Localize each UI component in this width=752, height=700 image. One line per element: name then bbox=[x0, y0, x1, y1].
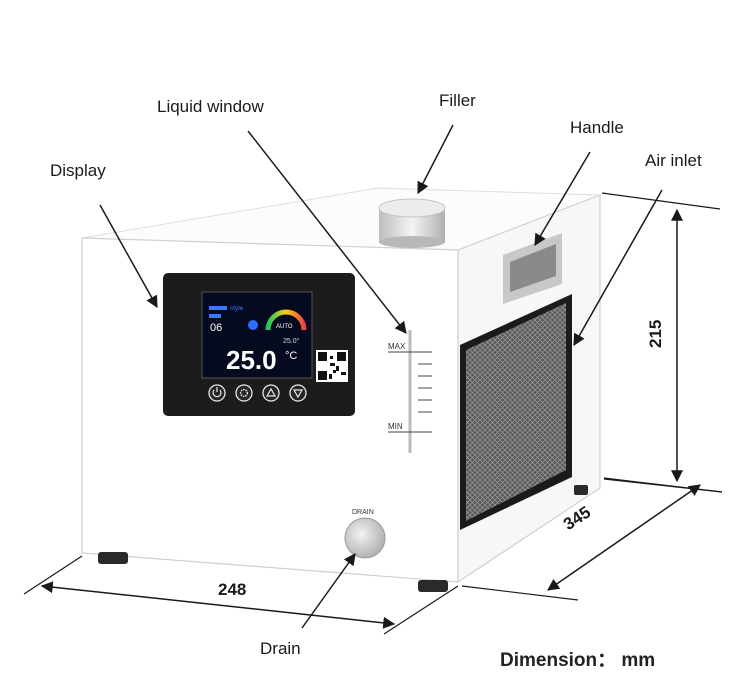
dimension-height: 215 bbox=[646, 319, 665, 348]
up-button[interactable] bbox=[262, 384, 280, 402]
liquid-window-callout bbox=[247, 130, 407, 334]
screen-unit: °C bbox=[285, 350, 297, 362]
scale-max: MAX bbox=[388, 342, 406, 351]
label-drain: Drain bbox=[260, 639, 301, 658]
label-handle: Handle bbox=[570, 118, 624, 137]
control-panel: style 06 AUTO 25.0° 25.0 °C bbox=[163, 273, 355, 416]
dimension-caption: Dimension： mm bbox=[500, 650, 656, 671]
drain-port: DRAIN bbox=[344, 509, 386, 559]
label-air-inlet: Air inlet bbox=[645, 151, 702, 170]
settings-button[interactable] bbox=[235, 384, 253, 402]
air-inlet-callout bbox=[573, 189, 663, 347]
screen-counter: 06 bbox=[210, 322, 222, 334]
scale-min: MIN bbox=[388, 422, 403, 431]
down-button[interactable] bbox=[289, 384, 307, 402]
screen-set-temp: 25.0° bbox=[283, 337, 300, 345]
screen-main-temp: 25.0 bbox=[226, 345, 277, 375]
screen-mode: AUTO bbox=[276, 324, 293, 330]
foot bbox=[98, 552, 128, 564]
air-inlet-grille bbox=[460, 294, 572, 530]
width-dimension bbox=[23, 555, 459, 635]
gear-icon bbox=[239, 388, 249, 398]
filler-callout bbox=[417, 124, 454, 195]
label-liquid-window: Liquid window bbox=[157, 97, 264, 116]
qr-code bbox=[316, 350, 348, 382]
screen-brand: style bbox=[230, 305, 244, 312]
drain-tag: DRAIN bbox=[352, 509, 374, 516]
foot bbox=[418, 580, 448, 592]
mode-gauge bbox=[265, 309, 307, 331]
power-icon bbox=[212, 387, 222, 398]
up-arrow-icon bbox=[265, 387, 277, 397]
label-display: Display bbox=[50, 161, 106, 180]
fan-icon bbox=[248, 320, 258, 330]
handle-callout bbox=[534, 151, 591, 247]
dimension-width: 248 bbox=[218, 580, 247, 599]
height-dimension bbox=[601, 192, 723, 493]
handle-recess bbox=[503, 233, 562, 304]
foot bbox=[574, 485, 588, 495]
down-arrow-icon bbox=[292, 389, 304, 399]
liquid-window: MAX MIN bbox=[388, 330, 432, 453]
power-button[interactable] bbox=[208, 384, 226, 402]
display-callout bbox=[99, 204, 158, 309]
filler-cap bbox=[378, 198, 446, 248]
label-filler: Filler bbox=[439, 91, 476, 110]
